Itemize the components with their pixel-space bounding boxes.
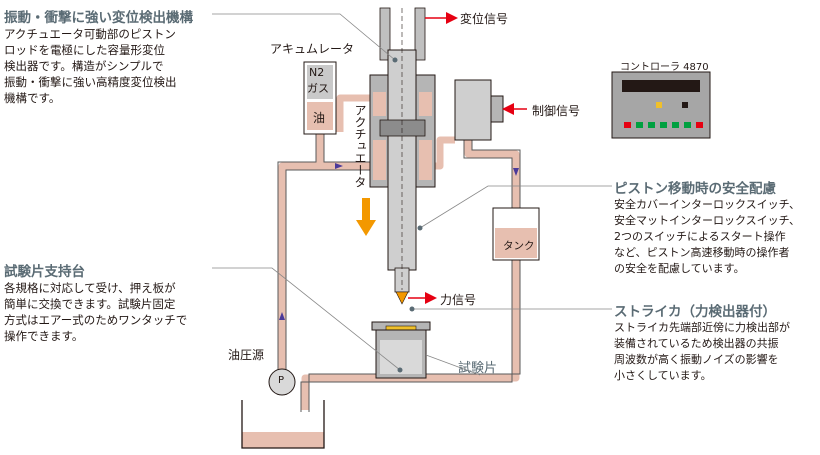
text-line: 各規格に対応して受け、押え板が (4, 281, 176, 295)
heading-striker: ストライカ（力検出器付） (614, 304, 776, 320)
text-line: 2つのスイッチによるスタート操作 (614, 230, 786, 243)
text-line: ロッドを電極にした容量形変位 (4, 43, 165, 57)
text-displacement-mechanism: アクチュエータ可動部のピストン ロッドを電極にした容量形変位 検出器です。構造が… (4, 26, 216, 106)
heading-safety: ピストン移動時の安全配慮 (614, 181, 776, 197)
heading-specimen-support: 試験片支持台 (4, 264, 85, 280)
text-safety: 安全カバーインターロックスイッチ、 安全マットインターロックスイッチ、 2つのス… (614, 197, 818, 277)
text-line: 振動・衝撃に強い高精度変位検出 (4, 75, 177, 89)
text-line: 装備されているため検出器の共振 (614, 337, 779, 350)
oil-reservoir (241, 400, 325, 449)
label-pump: P (278, 375, 285, 386)
label-gas: ガス (307, 82, 329, 95)
text-line: アクチュエータ可動部のピストン (4, 27, 176, 41)
text-line: 操作できます。 (4, 329, 84, 343)
controller (611, 71, 711, 139)
leader-lines (212, 13, 612, 376)
text-specimen-support: 各規格に対応して受け、押え板が 簡単に交換できます。試験片固定 方式はエアー式の… (4, 280, 216, 344)
signal-arrows (408, 12, 527, 304)
heading-displacement-mechanism: 振動・衝撃に強い変位検出機構 (4, 10, 193, 26)
text-line: 安全マットインターロックスイッチ、 (614, 214, 801, 227)
text-line: 簡単に交換できます。試験片固定 (4, 297, 176, 311)
label-controller: コントローラ 4870 (620, 62, 709, 73)
text-line: 周波数が高く振動ノイズの影響を (614, 353, 779, 366)
text-line: 方式はエアー式のためワンタッチで (4, 313, 188, 327)
accumulator (303, 61, 337, 135)
text-line: 安全カバーインターロックスイッチ、 (614, 198, 801, 211)
actuator-body (369, 7, 436, 305)
text-line: 小さくしています。 (614, 369, 712, 382)
label-force-signal: 力信号 (440, 293, 477, 307)
text-line: など、ピストン高速移動時の操作者 (614, 246, 790, 259)
pump (268, 368, 296, 396)
leader-dots (392, 57, 423, 373)
text-striker: ストライカ先端部近傍に力検出部が 装備されているため検出器の共振 周波数が高く振… (614, 320, 818, 384)
motion-arrow (356, 198, 376, 236)
label-hydraulic-source: 油圧源 (228, 348, 265, 362)
text-line: ストライカ先端部近傍に力検出部が (614, 321, 790, 334)
label-control-signal: 制御信号 (532, 104, 581, 118)
text-line: の安全を配慮しています。 (614, 262, 745, 275)
label-actuator: アクチュエータ (353, 104, 367, 188)
text-line: 機構です。 (4, 91, 61, 105)
label-accumulator: アキュムレータ (270, 42, 355, 56)
label-oil: 油 (313, 111, 326, 125)
label-displacement-signal: 変位信号 (460, 12, 509, 26)
tank (492, 207, 540, 261)
servo-valve (454, 79, 504, 141)
label-tank: タンク (503, 240, 535, 252)
label-specimen: 試験片 (458, 361, 498, 376)
text-line: 検出器です。構造がシンプルで (4, 59, 164, 73)
label-n2: N2 (309, 66, 325, 79)
